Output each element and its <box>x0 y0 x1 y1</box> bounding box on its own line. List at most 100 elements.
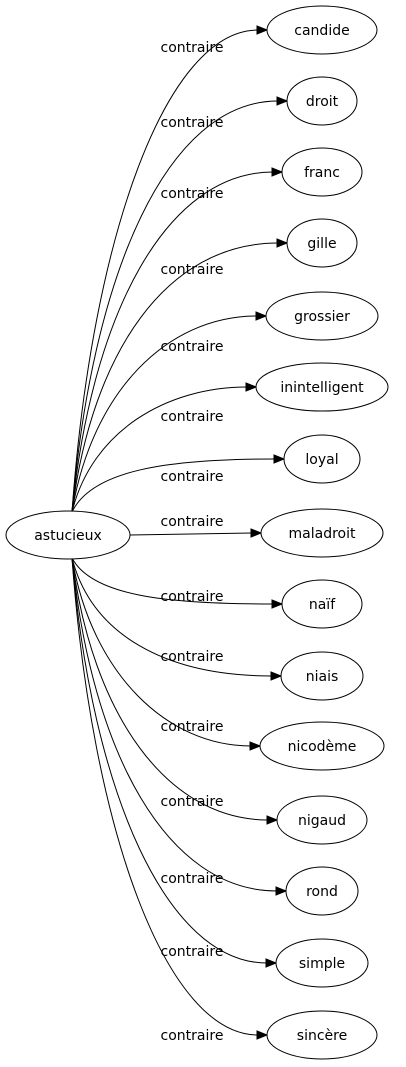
target-node-label: inintelligent <box>280 380 364 396</box>
target-node-ellipse <box>265 291 379 341</box>
nodes-layer: astucieux candide droit franc gille grossier… <box>5 5 389 1060</box>
edge-line <box>71 315 258 513</box>
edge-7: contraire <box>129 514 263 538</box>
arrowhead-icon <box>265 958 278 968</box>
edge-4: contraire <box>71 311 268 513</box>
edge-line <box>71 29 259 513</box>
target-node[interactable]: franc <box>281 147 363 197</box>
edge-3: contraire <box>71 238 289 513</box>
arrowhead-icon <box>275 886 288 896</box>
target-node-label: grossier <box>294 309 350 325</box>
target-node-label: sincère <box>297 1028 347 1044</box>
target-node-ellipse <box>286 218 358 268</box>
target-node[interactable]: gille <box>286 218 358 268</box>
target-node[interactable]: loyal <box>283 434 361 484</box>
target-node[interactable]: nigaud <box>276 795 368 845</box>
edge-label: contraire <box>161 469 224 485</box>
edge-9: contraire <box>71 557 283 681</box>
target-node[interactable]: droit <box>286 76 358 126</box>
edge-label: contraire <box>161 649 224 665</box>
target-node-ellipse <box>276 795 368 845</box>
target-node-ellipse <box>260 508 384 558</box>
target-node-ellipse <box>281 579 363 629</box>
edge-label: contraire <box>161 1028 224 1044</box>
target-node-label: droit <box>306 94 339 110</box>
target-node[interactable]: maladroit <box>260 508 384 558</box>
target-node-ellipse <box>266 1010 378 1060</box>
target-node-label: rond <box>306 884 338 900</box>
edges-layer: contraire contraire contraire contraire cont… <box>71 25 289 1044</box>
edge-label: contraire <box>161 262 224 278</box>
target-node-label: maladroit <box>289 526 356 542</box>
arrowhead-icon <box>271 599 284 609</box>
edge-line <box>71 557 268 964</box>
edge-label: contraire <box>161 409 224 425</box>
edge-line <box>71 557 278 892</box>
edge-line <box>71 458 276 513</box>
target-node-ellipse <box>285 866 359 916</box>
edge-label: contraire <box>161 871 224 887</box>
source-node-ellipse <box>5 510 131 560</box>
target-node[interactable]: nicodème <box>259 721 385 771</box>
target-node-ellipse <box>283 434 361 484</box>
target-node-label: gille <box>307 236 336 252</box>
edge-label: contraire <box>161 40 224 56</box>
target-node-label: nigaud <box>298 813 346 829</box>
edge-6: contraire <box>71 454 286 513</box>
source-node[interactable]: astucieux <box>5 510 131 560</box>
target-node-ellipse <box>286 76 358 126</box>
edge-line <box>71 557 252 747</box>
arrowhead-icon <box>256 1030 269 1040</box>
edge-label: contraire <box>161 794 224 810</box>
edge-2: contraire <box>71 167 284 513</box>
target-node-ellipse <box>259 721 385 771</box>
target-node[interactable]: rond <box>285 866 359 916</box>
arrowhead-icon <box>249 741 262 751</box>
edge-line <box>71 557 269 821</box>
edge-line <box>129 532 253 536</box>
target-node[interactable]: sincère <box>266 1010 378 1060</box>
target-node[interactable]: grossier <box>265 291 379 341</box>
target-node-label: simple <box>299 956 345 972</box>
edge-line <box>71 557 259 1036</box>
target-node[interactable]: naïf <box>281 579 363 629</box>
target-node-ellipse <box>255 362 389 412</box>
target-node-ellipse <box>266 5 378 55</box>
target-node-label: nicodème <box>288 739 357 755</box>
edge-11: contraire <box>71 557 279 825</box>
target-node[interactable]: simple <box>275 938 369 988</box>
arrowhead-icon <box>256 25 269 35</box>
edge-label: contraire <box>161 944 224 960</box>
edge-label: contraire <box>161 589 224 605</box>
target-node[interactable]: candide <box>266 5 378 55</box>
edge-8: contraire <box>71 557 284 609</box>
target-node-label: candide <box>294 23 349 39</box>
edge-line <box>71 242 279 513</box>
edge-14: contraire <box>71 557 269 1044</box>
edge-label: contraire <box>161 719 224 735</box>
arrowhead-icon <box>276 96 289 106</box>
target-node[interactable]: niais <box>280 651 364 701</box>
arrowhead-icon <box>266 815 279 825</box>
target-node-ellipse <box>280 651 364 701</box>
edge-12: contraire <box>71 557 288 896</box>
edge-1: contraire <box>71 96 289 513</box>
edge-5: contraire <box>71 382 258 513</box>
edge-label: contraire <box>161 186 224 202</box>
target-node-label: naïf <box>309 597 336 613</box>
edge-10: contraire <box>71 557 262 751</box>
edge-label: contraire <box>161 514 224 530</box>
target-node[interactable]: inintelligent <box>255 362 389 412</box>
arrowhead-icon <box>276 238 289 248</box>
target-node-label: franc <box>304 165 340 181</box>
edge-line <box>71 100 279 513</box>
target-node-label: niais <box>306 669 339 685</box>
arrowhead-icon <box>255 311 268 321</box>
edge-line <box>71 557 274 605</box>
arrowhead-icon <box>270 671 283 681</box>
arrowhead-icon <box>273 454 286 464</box>
edge-line <box>71 386 248 513</box>
source-node-label: astucieux <box>34 528 102 544</box>
edge-0: contraire <box>71 25 269 513</box>
